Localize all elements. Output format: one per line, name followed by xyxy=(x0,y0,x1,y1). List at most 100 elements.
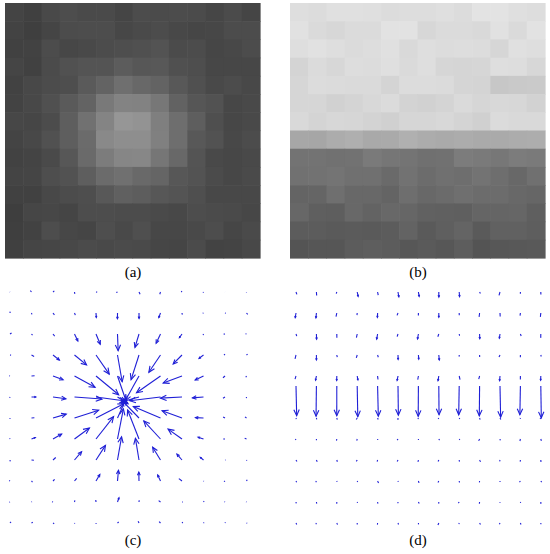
arrow-shaft xyxy=(356,439,358,441)
image-pixel xyxy=(133,21,152,40)
arrow-shaft xyxy=(316,418,317,419)
image-pixel xyxy=(381,167,400,186)
arrow-shaft xyxy=(177,454,182,460)
arrow-shaft xyxy=(75,376,96,387)
image-pixel xyxy=(454,203,473,222)
image-pixel xyxy=(399,185,418,204)
arrow-shaft xyxy=(245,333,247,334)
arrow-shaft xyxy=(539,418,541,419)
image-pixel xyxy=(151,167,170,186)
arrow-shaft xyxy=(459,438,461,440)
arrow-shaft xyxy=(336,480,337,482)
arrow-shaft xyxy=(32,375,35,376)
image-pixel xyxy=(224,21,243,40)
arrow-shaft xyxy=(356,355,358,358)
image-pixel xyxy=(114,76,133,95)
arrow-shaft xyxy=(295,334,297,336)
arrow-head xyxy=(162,410,169,415)
arrow-shaft xyxy=(459,417,461,419)
image-pixel xyxy=(205,149,224,168)
image-pixel xyxy=(509,203,528,222)
image-pixel xyxy=(96,222,115,241)
image-pixel xyxy=(133,222,152,241)
image-pixel xyxy=(418,76,437,95)
image-pixel xyxy=(224,131,243,150)
arrow-shaft xyxy=(138,521,140,523)
image-pixel xyxy=(205,203,224,222)
image-pixel xyxy=(345,131,364,150)
arrow-shaft xyxy=(519,386,521,415)
image-pixel xyxy=(205,76,224,95)
arrow-shaft xyxy=(540,502,541,504)
image-pixel xyxy=(41,185,60,204)
arrow-shaft xyxy=(356,313,357,315)
image-pixel xyxy=(114,240,133,259)
arrow-shaft xyxy=(377,418,379,419)
arrow-shaft xyxy=(9,396,10,398)
arrow-head xyxy=(517,409,522,415)
image-pixel xyxy=(345,149,364,168)
arrow-shaft xyxy=(246,480,248,481)
arrow-head xyxy=(76,338,78,341)
image-pixel xyxy=(472,203,491,222)
image-pixel xyxy=(363,222,382,241)
image-pixel xyxy=(290,167,309,186)
arrow-shaft xyxy=(181,522,183,524)
arrow-shaft xyxy=(336,292,338,294)
image-pixel xyxy=(205,222,224,241)
arrow-head xyxy=(163,378,170,383)
arrow-shaft xyxy=(53,291,54,292)
image-pixel xyxy=(187,58,206,77)
image-pixel xyxy=(114,185,133,204)
image-pixel xyxy=(114,222,133,241)
image-pixel xyxy=(224,39,243,58)
image-pixel xyxy=(454,131,473,150)
image-pixel xyxy=(527,131,546,150)
image-pixel xyxy=(114,131,133,150)
image-pixel xyxy=(472,222,491,241)
arrow-shaft xyxy=(499,439,500,440)
arrow-shaft xyxy=(10,333,12,334)
arrow-head xyxy=(96,316,97,318)
image-pixel xyxy=(205,131,224,150)
arrow-head xyxy=(195,416,198,419)
arrow-shaft xyxy=(479,418,481,420)
image-pixel xyxy=(169,185,188,204)
arrow-shaft xyxy=(397,502,398,503)
image-pixel xyxy=(436,149,455,168)
arrow-shaft xyxy=(10,522,11,523)
image-pixel xyxy=(363,58,382,77)
image-pixel xyxy=(436,222,455,241)
image-pixel xyxy=(308,39,327,58)
image-pixel xyxy=(472,240,491,259)
image-pixel xyxy=(23,240,42,259)
image-pixel xyxy=(326,131,345,150)
arrow-shaft xyxy=(377,292,379,295)
image-pixel xyxy=(326,167,345,186)
image-pixel xyxy=(133,58,152,77)
image-pixel xyxy=(224,167,243,186)
image-pixel xyxy=(381,94,400,113)
arrow-shaft xyxy=(181,501,183,502)
arrow-shaft xyxy=(75,410,99,418)
arrow-shaft xyxy=(377,523,378,525)
image-pixel xyxy=(326,203,345,222)
arrow-shaft xyxy=(116,291,117,293)
arrow-head xyxy=(192,396,196,399)
image-pixel xyxy=(5,131,24,150)
arrow-shaft xyxy=(498,292,500,295)
image-pixel xyxy=(169,3,188,22)
image-pixel xyxy=(96,76,115,95)
image-pixel xyxy=(151,240,170,259)
image-pixel xyxy=(308,240,327,259)
arrow-shaft xyxy=(31,313,32,314)
arrow-head xyxy=(122,400,128,406)
arrow-shaft xyxy=(356,460,358,461)
image-pixel xyxy=(418,131,437,150)
arrow-shaft xyxy=(499,386,501,417)
arrow-shaft xyxy=(74,522,75,524)
arrow-shaft xyxy=(203,501,205,503)
arrow-shaft xyxy=(95,313,96,317)
image-pixel xyxy=(472,39,491,58)
image-pixel xyxy=(290,94,309,113)
